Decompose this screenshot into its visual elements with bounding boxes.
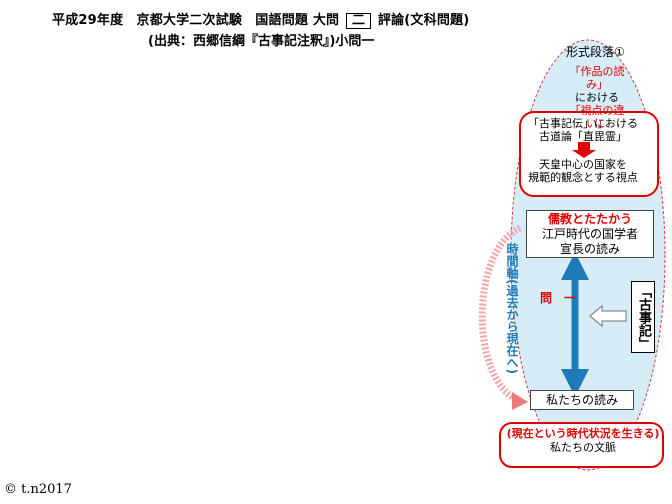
segment-label: 形式段落①	[566, 45, 625, 59]
question-number-box: 二	[345, 13, 372, 29]
kojikiden-line1: 「古事記伝」における	[528, 117, 638, 130]
source-line: (出典：西郷信綱『古事記注釈』)小問一	[148, 34, 375, 49]
hollow-left-arrow	[589, 304, 627, 328]
viewpoint-line2: における	[575, 91, 619, 104]
red-down-arrow	[572, 142, 596, 158]
norinaga-line1: 儒教とたたかう	[547, 212, 632, 226]
title-suffix: 評論(文科問題)	[377, 13, 470, 28]
context-frame	[499, 422, 664, 468]
kojiki-vertical-box: 「古事記」	[631, 281, 655, 353]
context-line2: 私たちの文脈	[550, 441, 616, 454]
kojikiden-line2: 古道論「直毘霊」	[539, 130, 627, 143]
viewpoint-line1: 「作品の読み」	[569, 65, 625, 91]
norinaga-reading-box: 儒教とたたかう 江戸時代の国学者 宣長の読み	[526, 210, 654, 258]
kojikiden-text-top: 「古事記伝」における 古道論「直毘霊」	[524, 117, 642, 143]
viewpoint-note: 「作品の読み」 における 「視点の違い」	[566, 65, 628, 130]
norinaga-line3: 宣長の読み	[559, 242, 620, 256]
copyright-notice: © t.n2017	[4, 482, 72, 497]
context-box: (現在という時代状況を生きる) 私たちの文脈	[503, 427, 663, 455]
our-reading-box: 私たちの読み	[530, 390, 634, 410]
kojikiden-text-bottom: 天皇中心の国家を 規範的観念とする視点	[524, 158, 642, 184]
norinaga-line2: 江戸時代の国学者	[541, 227, 638, 241]
title-prefix: 平成29年度 京都大学二次試験 国語問題 大問	[52, 13, 340, 28]
kojikiden-line4: 規範的観念とする視点	[528, 171, 638, 184]
page-title: 平成29年度 京都大学二次試験 国語問題 大問 二 評論(文科問題)	[52, 9, 469, 29]
time-axis-label: 時間軸(過去から現在へ)	[505, 243, 519, 374]
kojikiden-line3: 天皇中心の国家を	[539, 158, 627, 171]
question-one-label: 問 一	[540, 291, 577, 305]
context-line1: (現在という時代状況を生きる)	[506, 427, 660, 440]
time-axis-arrowhead	[512, 392, 528, 410]
viewpoint-line3: 「視点の違い」	[569, 104, 625, 130]
time-axis-arc	[478, 224, 522, 404]
